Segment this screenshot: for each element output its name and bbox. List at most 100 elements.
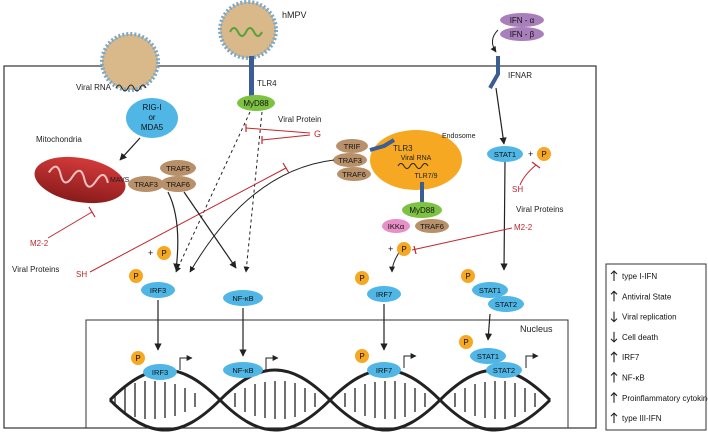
nfkb-cyto <box>223 290 263 306</box>
legend-item-text: Antiviral State <box>622 292 672 301</box>
p-stat-nuc-label: P <box>463 338 468 347</box>
m2-2-right-inhibit <box>411 227 513 251</box>
traf5-mito <box>160 160 196 176</box>
traf3-endo <box>333 153 367 167</box>
traf3-mito-label: TRAF3 <box>134 180 158 189</box>
viral-proteins-right-label: Viral Proteins <box>516 205 563 214</box>
p-irf7-nuc-label: P <box>359 352 364 361</box>
ikka-label: IKKα <box>388 222 405 231</box>
myd88-endo-label: MyD88 <box>409 206 435 215</box>
p-irf7-2-label: P <box>359 274 364 283</box>
trif-label: TRIF <box>344 142 361 151</box>
legend-item-text: Viral replication <box>622 313 677 322</box>
viral-protein-label: Viral Protein <box>278 115 321 124</box>
irf3-cyto-label: IRF3 <box>150 286 166 295</box>
sh-left-inhibit <box>89 167 287 273</box>
rig-to-mavs-arrow <box>119 137 141 161</box>
tlr3-label: TLR3 <box>393 144 413 153</box>
p-stat1-upper <box>537 147 551 161</box>
endosome <box>370 130 462 190</box>
traf6-endo-label: TRAF6 <box>342 170 366 179</box>
legend-arrow-down-icon <box>610 311 618 323</box>
p-irf3-cyto-label: P <box>133 272 138 281</box>
traf6-endo <box>337 167 371 181</box>
irf7-cyto-label: IRF7 <box>376 290 392 299</box>
traf-to-nfkb-arrow <box>183 191 237 269</box>
traf6-ikka-label: TRAF6 <box>420 222 444 231</box>
ifn-beta <box>500 27 544 41</box>
endosome-rna-squiggle <box>397 163 429 169</box>
sh-stat-inhibit-bar <box>531 161 541 169</box>
stat1-upper <box>487 146 523 162</box>
tlr4-label: TLR4 <box>257 79 277 88</box>
legend-arrow-up-icon <box>610 290 618 302</box>
mda5-label: MDA5 <box>141 123 164 132</box>
irf3-nuc <box>143 364 177 380</box>
traf3-mito <box>128 176 164 192</box>
hmpv-label: hMPV <box>282 10 307 20</box>
traf6-ikka <box>415 219 449 233</box>
mitochondria-label: Mitochondria <box>36 135 82 144</box>
trif-to-irf3-arrow <box>189 159 335 273</box>
tlr79-label: TLR7/9 <box>415 173 438 180</box>
p-irf3-plus-label: P <box>161 249 166 258</box>
rig-i-label: RIG-I <box>142 103 161 112</box>
legend-arrow-up-icon <box>610 412 618 424</box>
stat1-nuc <box>470 348 506 364</box>
p-stat1-upper-label: P <box>541 150 546 159</box>
traf6-mito <box>160 176 196 192</box>
p-stat-cyto-label: P <box>465 272 470 281</box>
nucleus-box <box>85 319 569 429</box>
traf6-mito-label: TRAF6 <box>166 180 190 189</box>
g-inhibit-1 <box>245 127 311 134</box>
nfkb-transcription-arrow <box>265 355 279 370</box>
irf7-nuc <box>367 362 401 378</box>
myd88-to-nfkb-dashed <box>243 111 263 273</box>
ifn-alpha <box>500 13 544 27</box>
legend-arrow-up-icon <box>610 371 618 383</box>
p-stat-nuc <box>459 335 473 349</box>
p-irf7-2 <box>355 271 369 285</box>
nucleus-label: Nucleus <box>520 324 553 334</box>
m2-2-right-label: M2-2 <box>514 223 533 232</box>
sh-stat-inhibit <box>519 164 537 186</box>
p-irf7-nuc <box>355 349 369 363</box>
m2-2-right-inhibit-bar <box>413 245 417 255</box>
stat2-nuc-label: STAT2 <box>493 366 515 375</box>
ikka <box>382 219 410 233</box>
myd88-to-irf3-dashed <box>175 111 251 273</box>
legend-item-text: type I-IFN <box>622 272 657 281</box>
mitochondria <box>34 156 126 204</box>
irf3-nuc-label: IRF3 <box>152 368 168 377</box>
stat1-nuc-label: STAT1 <box>477 352 499 361</box>
stat1-cyto <box>472 282 508 298</box>
p-irf3-plus <box>157 246 171 260</box>
irf7-transcription-arrow <box>403 353 417 368</box>
endosome-label: Endosome <box>442 133 476 140</box>
tlr79-receptor <box>420 182 424 204</box>
endosome-viral-rna-label: Viral RNA <box>401 155 432 162</box>
ifn-arrow <box>490 29 499 53</box>
g-inhibit-2 <box>261 134 311 141</box>
sh-left-inhibit-bar <box>282 162 290 174</box>
p-irf3-nuc-label: P <box>135 354 140 363</box>
traf3-endo-label: TRAF3 <box>338 156 362 165</box>
myd88-endo <box>402 202 442 218</box>
stat2-cyto <box>488 296 524 312</box>
ifnar-receptor <box>488 56 500 89</box>
irf7-nuc-label: IRF7 <box>376 366 392 375</box>
m2-2-left-label: M2-2 <box>30 239 49 248</box>
irf7-cyto <box>367 286 401 302</box>
nfkb-nuc-label: NF-κB <box>232 366 253 375</box>
dna-helix <box>108 368 552 432</box>
viral-rna-squiggle <box>115 84 147 92</box>
p-stat-cyto <box>461 269 475 283</box>
myd88-tlr4-label: MyD88 <box>243 99 269 108</box>
m2-2-left-inhibit <box>47 211 93 239</box>
p-irf7-cyto <box>397 242 411 256</box>
stat1-upper-label: STAT1 <box>494 150 516 159</box>
irf7-plus: + <box>388 244 393 254</box>
irf3-cyto <box>141 282 175 298</box>
virus-particle-left <box>100 32 160 92</box>
